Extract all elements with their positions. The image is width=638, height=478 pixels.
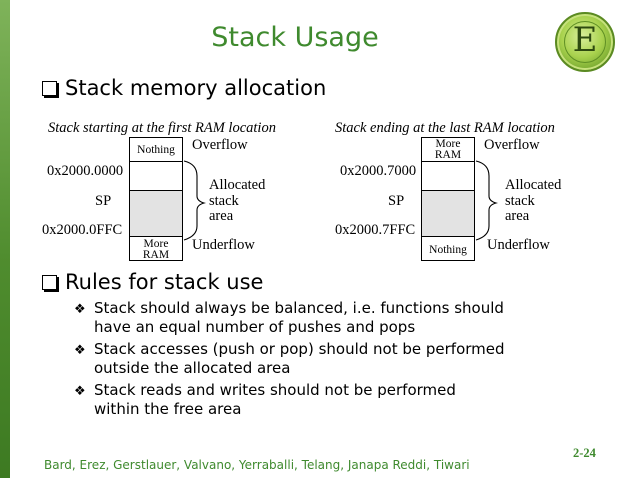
left-free-cell xyxy=(129,161,183,191)
list-item-line: Stack accesses (push or pop) should not … xyxy=(94,340,505,358)
list-item: ❖ Stack accesses (push or pop) should no… xyxy=(74,340,604,378)
right-more-label: More xyxy=(435,138,461,150)
left-allocated-1: Allocated xyxy=(209,177,266,193)
checkbox-bullet-icon xyxy=(42,80,57,96)
left-underflow-label: Underflow xyxy=(192,237,255,253)
left-nothing-cell: Nothing xyxy=(129,137,183,162)
left-more-label: More xyxy=(143,238,169,250)
section-heading-text: Stack memory allocation xyxy=(65,76,327,100)
left-stack-cell xyxy=(129,190,183,237)
right-addr-top: 0x2000.7000 xyxy=(340,163,417,179)
right-nothing-cell: Nothing xyxy=(421,236,475,261)
right-allocated-2: stack xyxy=(505,193,535,209)
checkbox-bullet-icon xyxy=(42,274,57,290)
right-addr-bottom: 0x2000.7FFC xyxy=(335,222,416,238)
footer-authors: Bard, Erez, Gerstlauer, Valvano, Yerraba… xyxy=(44,458,470,472)
right-nothing-label: Nothing xyxy=(429,244,467,256)
left-more-ram-cell: More RAM xyxy=(129,236,183,261)
right-allocated-1: Allocated xyxy=(505,177,562,193)
logo-ring xyxy=(564,21,606,63)
section-heading-rules: Rules for stack use xyxy=(42,270,263,294)
logo-letter: E xyxy=(572,20,598,60)
right-allocated-3: area xyxy=(505,208,530,224)
left-allocated-3: area xyxy=(209,208,234,224)
left-addr-top: 0x2000.0000 xyxy=(47,163,124,179)
left-overflow-label: Overflow xyxy=(192,137,248,153)
left-sp-label: SP xyxy=(95,193,112,209)
right-underflow-label: Underflow xyxy=(487,237,550,253)
page-number: 2-24 xyxy=(573,446,596,460)
right-diagram-caption: Stack ending at the last RAM location xyxy=(335,120,555,136)
left-allocated-2: stack xyxy=(209,193,239,209)
right-overflow-label: Overflow xyxy=(484,137,540,153)
right-brace xyxy=(475,160,498,241)
list-item-text: Stack reads and writes should not be per… xyxy=(94,381,456,419)
list-item-line: outside the allocated area xyxy=(94,359,291,377)
logo-icon: E xyxy=(555,12,615,72)
list-item-line: Stack reads and writes should not be per… xyxy=(94,381,456,399)
list-item-line: Stack should always be balanced, i.e. fu… xyxy=(94,299,504,317)
rules-list: ❖ Stack should always be balanced, i.e. … xyxy=(74,299,604,422)
list-item-text: Stack accesses (push or pop) should not … xyxy=(94,340,505,378)
list-item: ❖ Stack reads and writes should not be p… xyxy=(74,381,604,419)
right-stack-cell xyxy=(421,190,475,237)
list-item-line: have an equal number of pushes and pops xyxy=(94,318,416,336)
left-ram-label: RAM xyxy=(142,249,170,261)
list-item-text: Stack should always be balanced, i.e. fu… xyxy=(94,299,504,337)
diamond-bullet-icon: ❖ xyxy=(74,302,86,317)
right-free-cell xyxy=(421,161,475,191)
left-nothing-label: Nothing xyxy=(137,144,175,156)
right-more-ram-cell: More RAM xyxy=(421,137,475,162)
left-diagram-caption: Stack starting at the first RAM location xyxy=(48,120,276,136)
slide-title: Stack Usage xyxy=(211,22,379,53)
right-ram-label: RAM xyxy=(434,149,462,161)
list-item: ❖ Stack should always be balanced, i.e. … xyxy=(74,299,604,337)
list-item-line: within the free area xyxy=(94,400,242,418)
right-sp-label: SP xyxy=(388,193,405,209)
left-brace xyxy=(183,160,206,241)
section-heading-text: Rules for stack use xyxy=(65,270,264,294)
left-addr-bottom: 0x2000.0FFC xyxy=(42,222,123,238)
section-heading-allocation: Stack memory allocation xyxy=(42,76,326,100)
left-accent-bar xyxy=(0,0,10,478)
diamond-bullet-icon: ❖ xyxy=(74,384,86,399)
diamond-bullet-icon: ❖ xyxy=(74,343,86,358)
